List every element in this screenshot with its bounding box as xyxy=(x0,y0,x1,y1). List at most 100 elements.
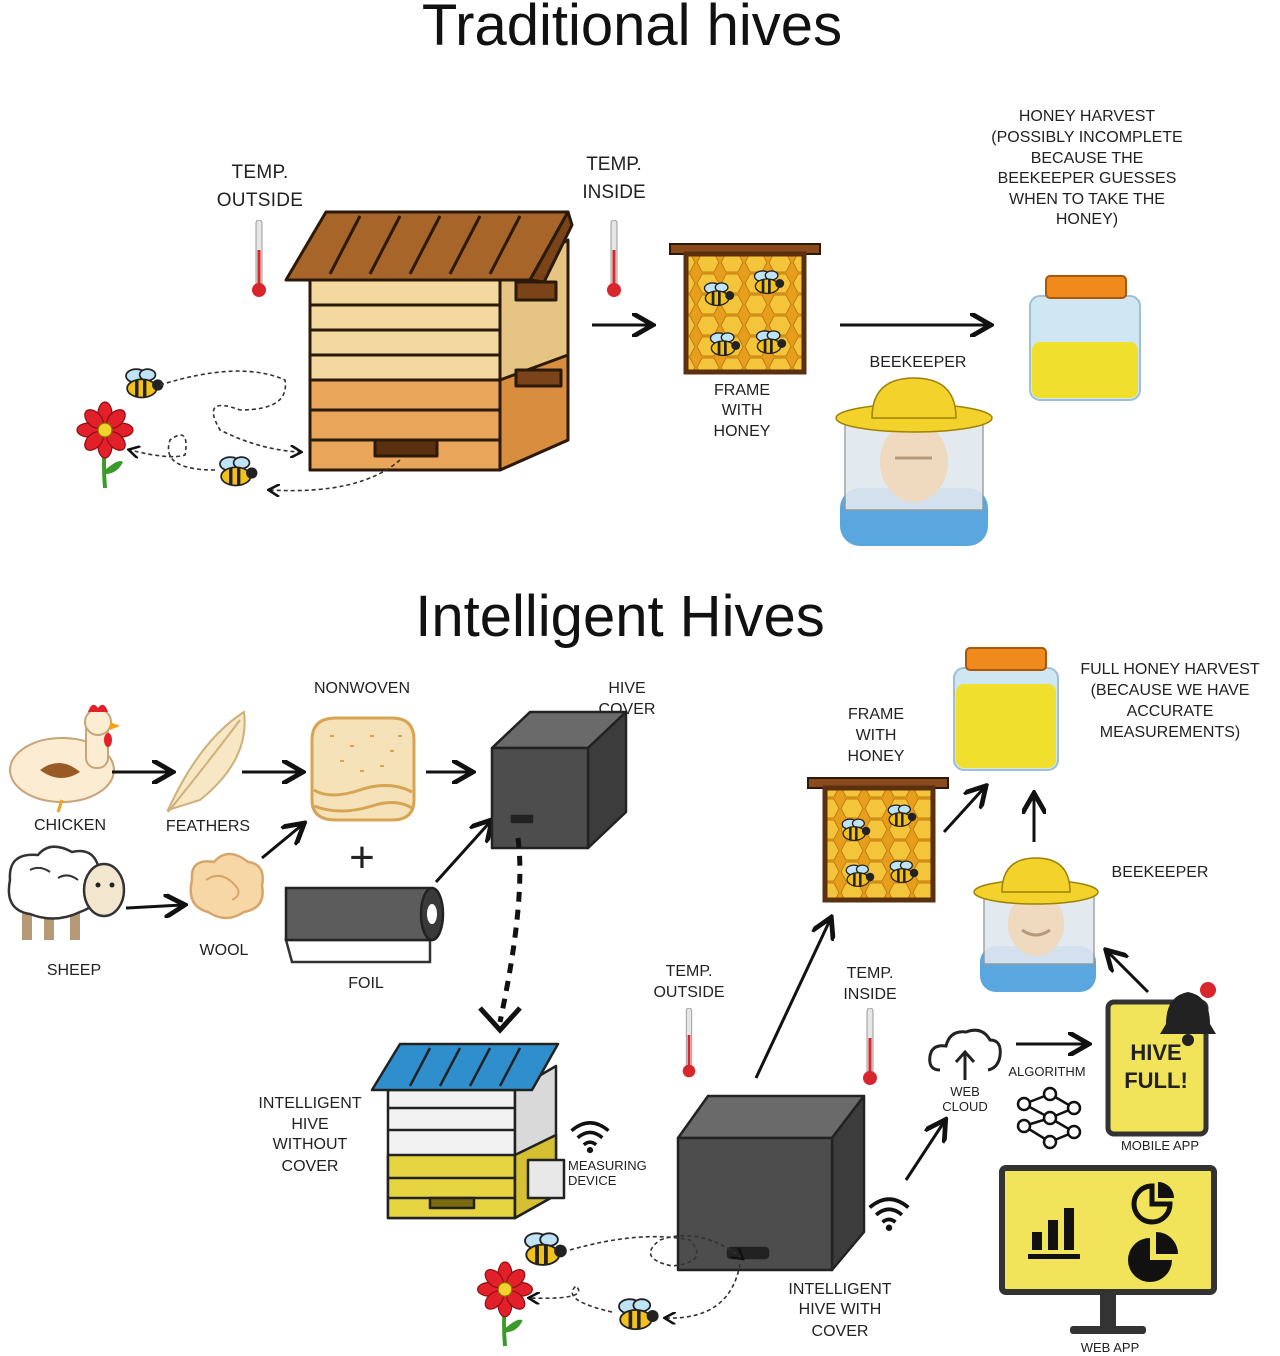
title-traditional-hives: Traditional hives xyxy=(422,0,842,58)
svg-text:INTELLIGENT: INTELLIGENT xyxy=(788,1281,891,1298)
svg-text:HONEY: HONEY xyxy=(714,423,771,440)
svg-text:TEMP.: TEMP. xyxy=(666,963,713,980)
beekeeper-icon xyxy=(973,857,1099,992)
nonwoven-label: NONWOVEN xyxy=(314,680,410,697)
wool-label: WOOL xyxy=(200,942,249,959)
mobile-app-label: MOBILE APP xyxy=(1121,1138,1199,1153)
svg-text:WITHOUT: WITHOUT xyxy=(273,1136,348,1153)
svg-text:TEMP.: TEMP. xyxy=(231,162,288,183)
svg-text:TEMP.: TEMP. xyxy=(847,965,894,982)
flower-icon xyxy=(478,1262,533,1346)
arrow xyxy=(754,920,830,1079)
svg-text:MEASURING: MEASURING xyxy=(568,1158,647,1173)
honey-frame-icon xyxy=(807,777,949,903)
arrow xyxy=(125,905,182,908)
temp-outside-label: TEMP. OUTSIDE xyxy=(217,162,304,211)
hive-full-notification: HIVE FULL! xyxy=(1124,1040,1188,1093)
intelligent-hive-without-cover-label: INTELLIGENT HIVE WITHOUT COVER xyxy=(258,1095,361,1175)
bee-icon xyxy=(125,368,165,399)
svg-text:HONEY: HONEY xyxy=(848,748,905,765)
frame-with-honey-label: FRAME WITH HONEY xyxy=(848,706,905,765)
svg-text:HIVE: HIVE xyxy=(1130,1040,1181,1065)
arrow-head xyxy=(478,1006,522,1034)
thermometer-outside-icon xyxy=(251,220,267,298)
chicken-icon xyxy=(9,704,120,813)
svg-text:TEMP.: TEMP. xyxy=(586,154,642,175)
bee-icon xyxy=(219,456,259,487)
bell-icon xyxy=(1160,982,1216,1046)
svg-text:HIVE: HIVE xyxy=(291,1116,328,1133)
flower-icon xyxy=(75,400,135,490)
chicken-label: CHICKEN xyxy=(34,817,106,834)
wool-icon xyxy=(189,852,264,920)
measuring-device-label: MEASURING DEVICE xyxy=(568,1158,647,1188)
intelligent-hive-with-cover-label: INTELLIGENT HIVE WITH COVER xyxy=(788,1281,891,1340)
intelligent-hive-icon xyxy=(370,1042,566,1220)
svg-text:ACCURATE: ACCURATE xyxy=(1127,703,1214,720)
temp-inside-label: TEMP. INSIDE xyxy=(843,965,896,1003)
temp-inside-label: TEMP. INSIDE xyxy=(582,154,645,203)
traditional-hive-icon xyxy=(284,210,574,472)
feather-icon xyxy=(166,710,246,813)
svg-text:COVER: COVER xyxy=(812,1323,869,1340)
svg-text:OUTSIDE: OUTSIDE xyxy=(217,190,304,211)
web-app-label: WEB APP xyxy=(1081,1340,1140,1355)
sheep-label: SHEEP xyxy=(47,962,101,979)
svg-text:WITH: WITH xyxy=(856,727,897,744)
svg-text:INTELLIGENT: INTELLIGENT xyxy=(258,1095,361,1112)
monitor-icon xyxy=(999,1165,1217,1334)
arrow xyxy=(904,1122,944,1181)
sheep-icon xyxy=(7,845,126,940)
honey-harvest-label: HONEY HARVEST (POSSIBLY INCOMPLETE BECAU… xyxy=(991,108,1182,228)
bee-flight-path xyxy=(270,459,401,491)
svg-text:(POSSIBLY INCOMPLETE: (POSSIBLY INCOMPLETE xyxy=(991,129,1182,146)
bee-icon xyxy=(618,1298,660,1331)
bee-flight-path xyxy=(159,370,300,452)
svg-text:FULL HONEY HARVEST: FULL HONEY HARVEST xyxy=(1080,661,1260,678)
svg-text:FRAME: FRAME xyxy=(714,382,770,399)
nonwoven-fabric-icon xyxy=(310,716,416,822)
bee-flight-path xyxy=(666,1263,741,1318)
plus-sign: + xyxy=(349,833,375,882)
svg-text:BEEKEEPER GUESSES: BEEKEEPER GUESSES xyxy=(998,170,1177,187)
beekeeper-icon xyxy=(835,377,993,546)
svg-text:MEASUREMENTS): MEASUREMENTS) xyxy=(1100,724,1240,741)
svg-text:INSIDE: INSIDE xyxy=(843,986,896,1003)
svg-text:INSIDE: INSIDE xyxy=(582,182,645,203)
bee-flight-path xyxy=(130,434,216,471)
thermometer-inside-icon xyxy=(862,1008,878,1086)
beekeeper-label: BEEKEEPER xyxy=(1112,864,1209,881)
wifi-icon xyxy=(569,1121,611,1154)
bee-flight-path xyxy=(569,1234,742,1267)
svg-text:FRAME: FRAME xyxy=(848,706,904,723)
web-cloud-label: WEB CLOUD xyxy=(942,1084,988,1114)
title-intelligent-hives: Intelligent Hives xyxy=(415,584,824,649)
dashed-arrow xyxy=(497,837,523,1023)
pie-chart-icon xyxy=(1128,1182,1178,1282)
mobile-phone-icon xyxy=(1105,999,1209,1137)
bee-flight-path xyxy=(530,1284,613,1313)
bee-icon xyxy=(524,1232,568,1266)
beekeeper-label: BEEKEEPER xyxy=(870,354,967,371)
foil-roll-icon xyxy=(284,886,445,964)
bar-chart-icon xyxy=(1028,1208,1080,1259)
honey-jar-icon xyxy=(1029,275,1141,401)
svg-text:(BECAUSE WE HAVE: (BECAUSE WE HAVE xyxy=(1091,682,1250,699)
cloud-upload-icon xyxy=(928,1028,1002,1080)
svg-text:HONEY): HONEY) xyxy=(1056,211,1118,228)
svg-text:HIVE WITH: HIVE WITH xyxy=(799,1301,882,1318)
svg-text:WEB: WEB xyxy=(950,1084,980,1099)
honey-frame-icon xyxy=(669,243,821,375)
arrow xyxy=(942,788,984,834)
svg-text:COVER: COVER xyxy=(282,1158,339,1175)
honey-jar-icon xyxy=(953,647,1059,771)
neural-network-icon xyxy=(1016,1086,1082,1150)
arrow xyxy=(434,822,490,884)
svg-text:HONEY HARVEST: HONEY HARVEST xyxy=(1019,108,1156,125)
thermometer-outside-icon xyxy=(682,1008,696,1078)
svg-text:HIVE: HIVE xyxy=(608,680,645,697)
svg-text:WHEN TO TAKE THE: WHEN TO TAKE THE xyxy=(1009,191,1165,208)
svg-text:CLOUD: CLOUD xyxy=(942,1099,988,1114)
svg-text:DEVICE: DEVICE xyxy=(568,1173,617,1188)
full-honey-harvest-label: FULL HONEY HARVEST (BECAUSE WE HAVE ACCU… xyxy=(1080,661,1260,741)
